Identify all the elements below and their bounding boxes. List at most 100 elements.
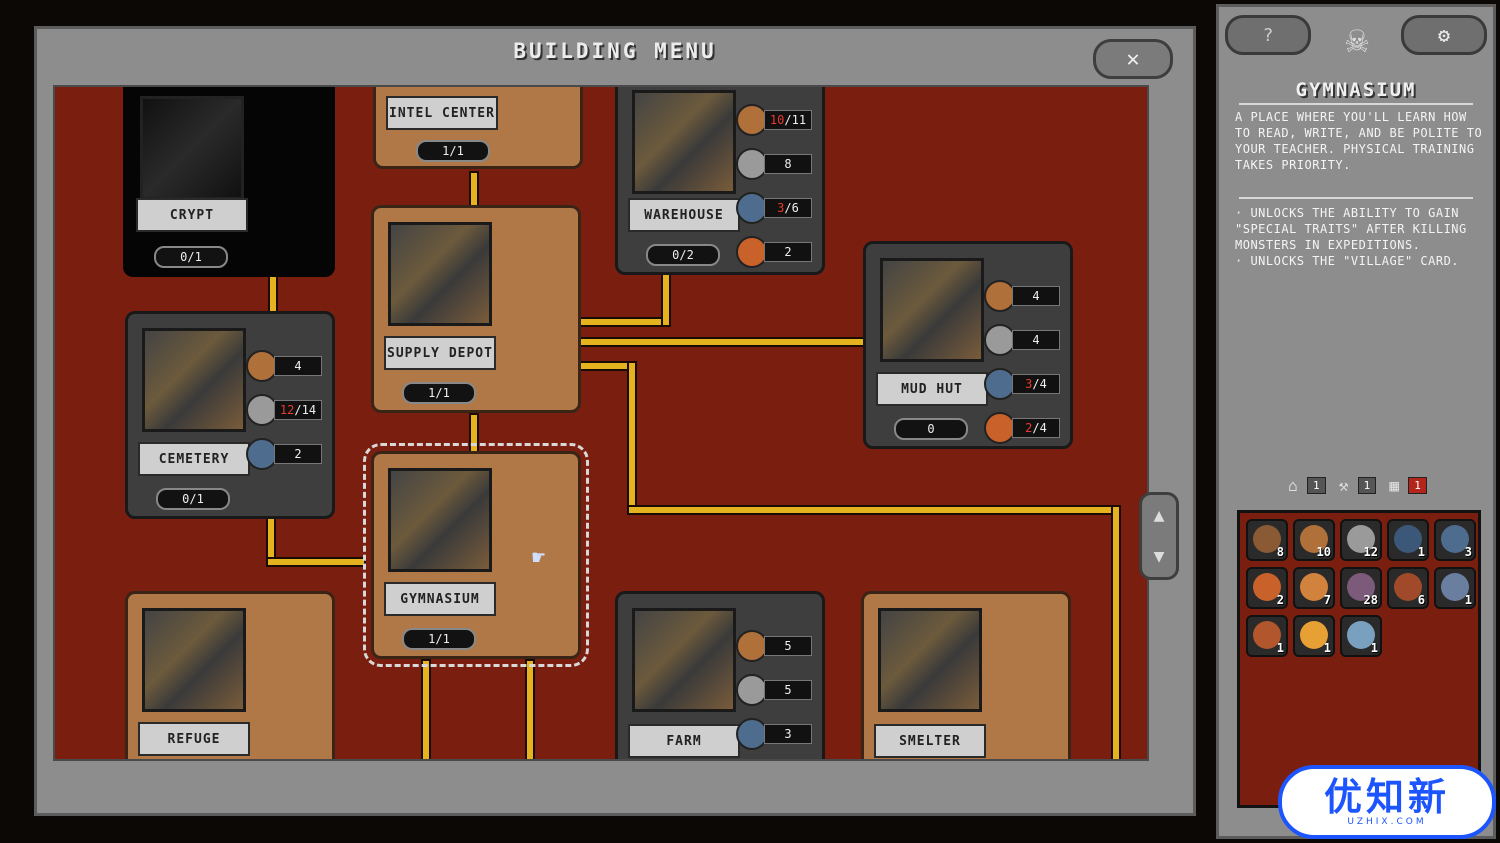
building-name: MUD HUT — [876, 372, 988, 406]
metal-icon — [246, 438, 278, 470]
inventory-slot[interactable]: 8 — [1246, 519, 1288, 561]
building-name: GYMNASIUM — [384, 582, 496, 616]
path-segment — [525, 659, 535, 759]
inventory-slot[interactable]: 1 — [1246, 615, 1288, 657]
building-count: 0/1 — [156, 488, 230, 510]
stone-icon — [1347, 525, 1375, 553]
crystal-icon — [1441, 573, 1469, 601]
close-button[interactable]: ✕ — [1093, 39, 1173, 79]
info-description: A PLACE WHERE YOU'LL LEARN HOW TO READ, … — [1235, 110, 1483, 172]
building-card-cemetery[interactable]: CEMETERY 0/1 4 12/14 2 — [125, 311, 335, 519]
resource-have: 10 — [769, 113, 785, 127]
building-card-warehouse[interactable]: WAREHOUSE 0/2 10/11 8 3/6 2 — [615, 87, 825, 275]
scroll-down-icon[interactable]: ▼ — [1153, 546, 1165, 567]
slot-quantity: 2 — [1276, 593, 1284, 607]
resource-cost: 5 — [736, 630, 812, 662]
food-icon — [1253, 573, 1281, 601]
inventory-slot[interactable]: 1 — [1434, 567, 1476, 609]
resource-cost: 5 — [736, 674, 812, 706]
slot-quantity: 1 — [1323, 641, 1331, 655]
resource-need: 4 — [274, 356, 322, 376]
info-title: GYMNASIUM — [1295, 79, 1417, 101]
building-menu-window: BUILDING MENU ✕ INTEL CENTER 1/1 CRYPT 0… — [34, 26, 1196, 816]
divider — [1239, 103, 1473, 105]
inventory-slot[interactable]: 12 — [1340, 519, 1382, 561]
resource-need: 8 — [764, 154, 812, 174]
building-card-smelter[interactable]: SMELTER — [861, 591, 1071, 759]
building-image — [388, 222, 492, 326]
building-name: WAREHOUSE — [628, 198, 740, 232]
building-count: 0 — [894, 418, 968, 440]
inventory-slot[interactable]: 7 — [1293, 567, 1335, 609]
building-name: INTEL CENTER — [386, 96, 498, 130]
resource-need: 2 — [764, 242, 812, 262]
menu-title: BUILDING MENU — [513, 39, 717, 63]
resource-cost: 4 — [984, 280, 1060, 312]
building-card-farm[interactable]: FARM 5 5 3 — [615, 591, 825, 759]
resource-cost: 4 — [246, 350, 322, 382]
building-image — [142, 328, 246, 432]
orb-icon — [1300, 573, 1328, 601]
effect-item: · UNLOCKS THE ABILITY TO GAIN "SPECIAL T… — [1235, 206, 1467, 252]
path-segment — [627, 505, 1119, 515]
house-icon: ⌂ — [1288, 475, 1298, 495]
path-segment — [421, 659, 431, 759]
resource-need: 4 — [1039, 421, 1047, 435]
resource-need: 4 — [1039, 377, 1047, 391]
stat-tiles: ▦1 — [1384, 475, 1427, 495]
inventory-slot[interactable]: 1 — [1340, 615, 1382, 657]
building-card-mud-hut[interactable]: MUD HUT 0 4 4 3/4 2/4 — [863, 241, 1073, 449]
building-card-refuge[interactable]: REFUGE — [125, 591, 335, 759]
watermark-url: UZHIX.COM — [1347, 817, 1427, 827]
stats-row: ⌂1 ⚒1 ▦1 — [1283, 475, 1427, 495]
tile-icon: ▦ — [1389, 475, 1400, 495]
metal-icon — [1441, 525, 1469, 553]
building-card-intel-center[interactable]: INTEL CENTER 1/1 — [373, 87, 583, 169]
inventory-slot[interactable]: 6 — [1387, 567, 1429, 609]
building-card-gymnasium[interactable]: GYMNASIUM 1/1 ☛ — [363, 443, 589, 667]
resource-cost: 8 — [736, 148, 812, 180]
resource-need: 2 — [274, 444, 322, 464]
building-name: FARM — [628, 724, 740, 758]
question-icon: ? — [1262, 24, 1274, 46]
building-card-supply-depot[interactable]: SUPPLY DEPOT 1/1 — [371, 205, 581, 413]
resource-cost: 4 — [984, 324, 1060, 356]
slot-quantity: 3 — [1464, 545, 1472, 559]
path-segment — [469, 413, 479, 453]
resource-need: 4 — [1012, 330, 1060, 350]
chest-icon — [1347, 573, 1375, 601]
gear-icon: ⚙ — [1437, 23, 1451, 47]
resource-have: 3 — [1025, 377, 1033, 391]
building-image — [878, 608, 982, 712]
inventory-slot[interactable]: 1 — [1387, 519, 1429, 561]
building-count: 0/2 — [646, 244, 720, 266]
resource-cost: 3 — [736, 718, 812, 750]
stat-value: 1 — [1408, 476, 1427, 494]
inventory-slot[interactable]: 1 — [1293, 615, 1335, 657]
slot-quantity: 1 — [1276, 641, 1284, 655]
resource-cost: 2 — [736, 236, 812, 268]
building-map[interactable]: INTEL CENTER 1/1 CRYPT 0/1 WAREHOUSE 0/2… — [53, 85, 1149, 761]
building-name: CEMETERY — [138, 442, 250, 476]
help-button[interactable]: ? — [1225, 15, 1311, 55]
metal-shard-icon — [1394, 525, 1422, 553]
settings-button[interactable]: ⚙ — [1401, 15, 1487, 55]
shell-icon — [1253, 621, 1281, 649]
resource-have: 2 — [1025, 421, 1033, 435]
inventory-slot[interactable]: 2 — [1246, 567, 1288, 609]
inventory-slot[interactable]: 10 — [1293, 519, 1335, 561]
stat-value: 1 — [1307, 476, 1326, 494]
building-card-crypt[interactable]: CRYPT 0/1 — [123, 87, 335, 277]
resource-inventory: 8 10 12 1 3 2 7 28 6 1 1 1 1 — [1237, 510, 1481, 808]
inventory-slot[interactable]: 3 — [1434, 519, 1476, 561]
resource-cost: 2/4 — [984, 412, 1060, 444]
close-icon: ✕ — [1126, 46, 1140, 72]
divider — [1239, 197, 1473, 199]
building-name: SMELTER — [874, 724, 986, 758]
path-segment — [627, 361, 637, 513]
inventory-slot[interactable]: 28 — [1340, 567, 1382, 609]
building-name: REFUGE — [138, 722, 250, 756]
scroll-control[interactable]: ▲ ▼ — [1139, 492, 1179, 580]
path-segment — [661, 273, 671, 327]
scroll-up-icon[interactable]: ▲ — [1153, 505, 1165, 526]
